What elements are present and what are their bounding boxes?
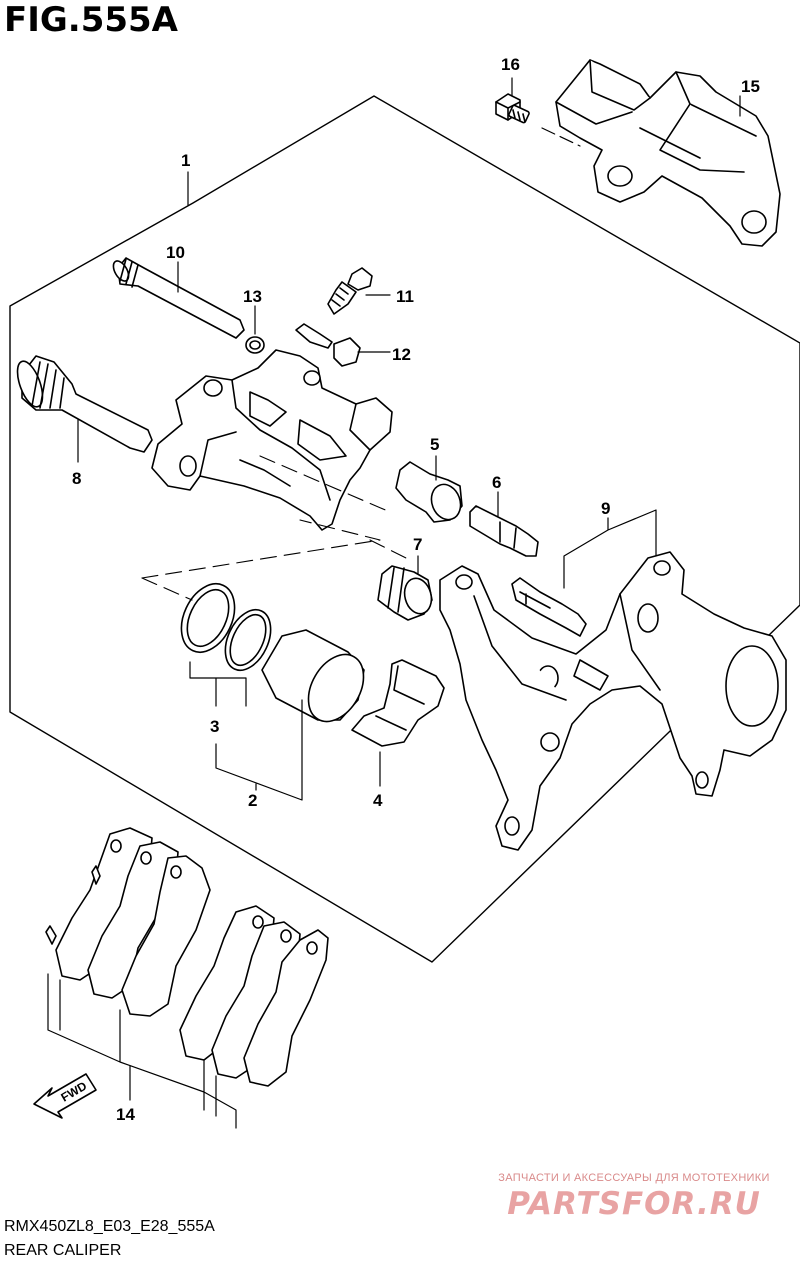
callout-16[interactable]: 16: [501, 55, 520, 74]
callout-13[interactable]: 13: [243, 287, 262, 306]
part-10-pin[interactable]: [110, 257, 245, 339]
part-2-piston[interactable]: [261, 629, 375, 731]
callout-7[interactable]: 7: [413, 535, 422, 554]
figure-code: RMX450ZL8_E03_E28_555A: [4, 1218, 215, 1235]
caliper-body[interactable]: [151, 349, 393, 531]
leader-lines: [47, 77, 741, 1129]
part-12-cap[interactable]: [295, 323, 361, 367]
callout-1[interactable]: 1: [181, 151, 190, 170]
watermark-logo: PARTSFOR.RU: [507, 1186, 761, 1222]
part-7-boot[interactable]: [377, 565, 435, 621]
watermark-subtitle: ЗАПЧАСТИ И АКСЕССУАРЫ ДЛЯ МОТОТЕХНИКИ: [498, 1172, 770, 1184]
figure-caption: REAR CALIPER: [4, 1242, 122, 1259]
part-14-brake-pads[interactable]: [45, 827, 329, 1087]
part-13-o-ring[interactable]: [245, 336, 265, 354]
part-8-pin-bolt[interactable]: [12, 355, 153, 453]
callout-14[interactable]: 14: [116, 1105, 135, 1124]
callout-6[interactable]: 6: [492, 473, 501, 492]
callout-9[interactable]: 9: [601, 499, 610, 518]
callout-2[interactable]: 2: [248, 791, 257, 810]
part-11-bleeder-valve[interactable]: [327, 267, 373, 315]
part-3-seal[interactable]: [171, 575, 280, 677]
part-15-bracket[interactable]: [555, 59, 781, 247]
part-6-pin[interactable]: [469, 505, 539, 557]
callout-3[interactable]: 3: [210, 717, 219, 736]
callout-4[interactable]: 4: [373, 791, 383, 810]
figure-title: FIG.555A: [4, 0, 178, 40]
alignment-lines: [141, 455, 411, 601]
part-9-clip[interactable]: [511, 577, 587, 637]
callout-8[interactable]: 8: [72, 469, 81, 488]
callout-12[interactable]: 12: [392, 345, 411, 364]
fwd-direction-arrow: FWD: [33, 1073, 97, 1119]
callout-labels: 1 2 3 4 5 6 7 8 9 10 11 12 13 14 15 16: [72, 55, 760, 1124]
callout-5[interactable]: 5: [430, 435, 439, 454]
callout-11[interactable]: 11: [396, 287, 414, 306]
callout-15[interactable]: 15: [741, 77, 760, 96]
part-5-boot[interactable]: [395, 461, 465, 524]
part-4-clip[interactable]: [351, 659, 445, 747]
assembly-boundary: [9, 95, 800, 963]
callout-10[interactable]: 10: [166, 243, 185, 262]
part-9-caliper-bracket[interactable]: [439, 551, 787, 851]
part-16-bolt[interactable]: [495, 93, 530, 124]
